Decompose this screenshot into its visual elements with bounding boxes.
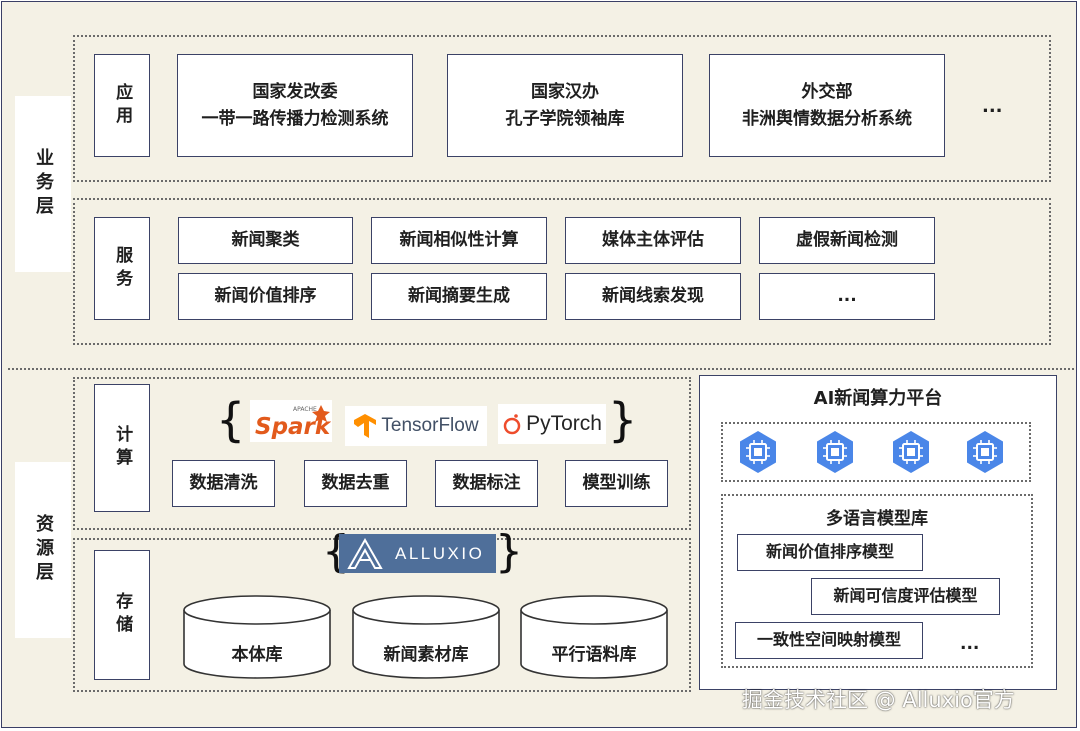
service-item-clue: 新闻线索发现: [565, 273, 741, 320]
task-data-cleaning: 数据清洗: [172, 460, 275, 507]
task-data-labeling: 数据标注: [435, 460, 538, 507]
processor-chip-icon: [812, 429, 858, 475]
spark-apache-tag: APACHE: [293, 406, 317, 413]
compute-section: [73, 377, 691, 530]
alluxio-brace-right: }: [495, 526, 523, 577]
service-label: 服务: [94, 217, 150, 320]
service-item-more: ...: [759, 273, 935, 320]
ai-platform-title: AI新闻算力平台: [813, 388, 943, 409]
pytorch-logo: PyTorch: [498, 404, 606, 444]
business-layer-label: 业务层: [15, 96, 71, 272]
spark-logo: APACHE Spark: [250, 400, 332, 442]
service-item-summary: 新闻摘要生成: [371, 273, 547, 320]
task-deduplication: 数据去重: [304, 460, 407, 507]
compute-label: 计算: [94, 384, 150, 512]
compute-chips-group: [721, 422, 1031, 482]
model-consistency-mapping: 一致性空间映射模型: [735, 622, 923, 659]
pytorch-label: PyTorch: [526, 412, 602, 435]
model-library-section: [721, 494, 1033, 668]
frameworks-brace-right: }: [608, 393, 638, 447]
database-parallel-corpus: 平行语料库: [519, 594, 669, 680]
resource-layer-label: 资源层: [15, 462, 71, 638]
service-item-media-eval: 媒体主体评估: [565, 217, 741, 264]
service-item-fake-news: 虚假新闻检测: [759, 217, 935, 264]
service-item-clustering: 新闻聚类: [178, 217, 353, 264]
system-box-ndrc: 国家发改委一带一路传播力检测系统: [177, 54, 413, 157]
system-box-mfa: 外交部非洲舆情数据分析系统: [709, 54, 945, 157]
layer-separator: [8, 368, 1074, 370]
alluxio-icon: [347, 537, 383, 569]
alluxio-label: ALLUXIO: [395, 543, 485, 563]
watermark: 掘金技术社区 @ Alluxio官方: [742, 688, 1015, 712]
service-item-value-rank: 新闻价值排序: [178, 273, 353, 320]
service-item-similarity: 新闻相似性计算: [371, 217, 547, 264]
pytorch-icon: [503, 414, 521, 435]
task-model-training: 模型训练: [565, 460, 668, 507]
model-credibility: 新闻可信度评估模型: [811, 578, 1000, 615]
spark-label: Spark: [255, 414, 331, 440]
model-value-ranking: 新闻价值排序模型: [737, 534, 923, 571]
processor-chip-icon: [962, 429, 1008, 475]
model-library-more: ...: [960, 634, 980, 654]
application-label: 应用: [94, 54, 150, 157]
model-library-title: 多语言模型库: [826, 509, 928, 529]
processor-chip-icon: [735, 429, 781, 475]
service-section: [73, 198, 1051, 345]
tensorflow-logo: TensorFlow: [345, 406, 487, 446]
tensorflow-label: TensorFlow: [381, 415, 479, 436]
processor-chip-icon: [888, 429, 934, 475]
database-ontology: 本体库: [182, 594, 332, 680]
frameworks-brace-left: {: [216, 393, 246, 447]
application-section: [73, 35, 1051, 182]
application-more: ...: [982, 96, 1003, 117]
system-box-hanban: 国家汉办孔子学院领袖库: [447, 54, 683, 157]
database-news-material: 新闻素材库: [351, 594, 501, 680]
tensorflow-icon: [354, 414, 377, 438]
alluxio-logo: ALLUXIO: [339, 534, 496, 573]
storage-label: 存储: [94, 550, 150, 680]
